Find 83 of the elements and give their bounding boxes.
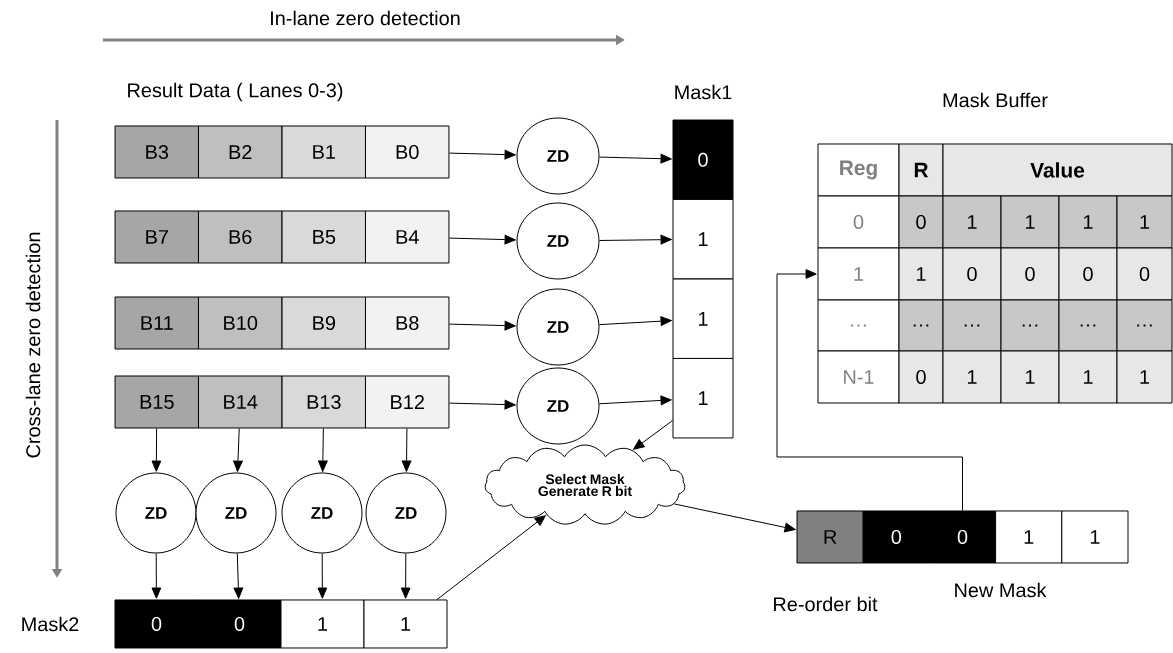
axis-label: Cross-lane zero detection [25, 232, 41, 458]
byte-cell: B7 [114, 210, 200, 264]
table-cell: 1 [817, 247, 900, 301]
table-cell: 0 [1058, 247, 1118, 301]
mask-bit-cell: R [796, 510, 864, 564]
table-cell: 1 [1000, 350, 1060, 404]
table-cell: 1 [1058, 195, 1118, 249]
byte-cell: B1 [281, 125, 367, 179]
byte-cell: B3 [114, 125, 200, 179]
table-cell: 0 [1116, 247, 1173, 301]
arrow [318, 428, 328, 472]
arrow [776, 269, 963, 511]
arrow [598, 316, 672, 326]
byte-cell: B9 [281, 296, 367, 350]
byte-cell: B6 [197, 210, 283, 264]
arrow [448, 149, 516, 160]
table-cell: 1 [942, 350, 1002, 404]
arrow [151, 553, 162, 599]
byte-cell: B12 [364, 375, 450, 429]
table-cell: … [898, 299, 944, 352]
arrow [673, 503, 796, 533]
table-cell: 0 [898, 350, 944, 404]
mask-bit-cell: 0 [114, 599, 199, 649]
table-cell: … [1116, 299, 1173, 352]
table-cell: 1 [942, 195, 1002, 249]
axis-label: In-lane zero detection [271, 10, 460, 26]
arrow [633, 420, 673, 450]
heading: Mask1 [675, 84, 732, 100]
arrow [151, 428, 162, 472]
arrow [233, 428, 243, 472]
arrow [400, 553, 411, 599]
mask-bit-cell: 1 [672, 357, 734, 439]
table-cell: 0 [942, 247, 1002, 301]
arrow [598, 395, 672, 406]
table-cell: 1 [1000, 195, 1060, 249]
caption: Re-order bit [774, 596, 878, 612]
arrow [599, 153, 672, 164]
table-cell: N-1 [817, 350, 900, 404]
table-cell: 1 [1058, 350, 1118, 404]
byte-cell: B5 [281, 210, 367, 264]
byte-cell: B13 [281, 375, 367, 429]
arrow [448, 320, 516, 331]
table-cell: 1 [898, 247, 944, 301]
row-label: Mask2 [22, 616, 79, 632]
table-cell: … [1058, 299, 1118, 352]
byte-cell: B15 [114, 375, 200, 429]
table-cell: 0 [1000, 247, 1060, 301]
mask-bit-cell: 0 [862, 510, 930, 564]
mask-bit-cell: 1 [672, 278, 734, 360]
mask-bit-cell: 1 [1061, 510, 1129, 564]
table-cell: … [817, 299, 900, 352]
table-cell: 1 [1116, 350, 1173, 404]
byte-cell: B14 [197, 375, 283, 429]
heading: Mask Buffer [943, 92, 1048, 108]
table-cell: … [1000, 299, 1060, 352]
table-header-cell: Reg [817, 143, 900, 197]
arrow [401, 428, 412, 472]
mask-bit-cell: 1 [363, 599, 448, 649]
caption: New Mask [955, 582, 1047, 598]
byte-cell: B0 [364, 125, 450, 179]
mask-bit-cell: 0 [928, 510, 997, 564]
table-header-cell: R [898, 143, 944, 197]
byte-cell: B8 [364, 296, 450, 350]
byte-cell: B4 [364, 210, 450, 264]
mask-bit-cell: 1 [672, 198, 734, 280]
arrow [317, 553, 328, 599]
mask-bit-cell: 0 [672, 119, 734, 201]
table-cell: 0 [817, 195, 900, 249]
arrow [233, 552, 244, 599]
arrow [448, 399, 516, 410]
table-cell: 0 [898, 195, 944, 249]
mask-bit-cell: 1 [280, 599, 365, 649]
byte-cell: B11 [114, 296, 200, 350]
table-cell: 1 [1116, 195, 1173, 249]
byte-cell: B10 [197, 296, 283, 350]
arrow [599, 234, 672, 245]
mask-bit-cell: 1 [995, 510, 1063, 564]
arrow [448, 234, 516, 245]
heading: Result Data ( Lanes 0-3) [128, 82, 343, 102]
arrow [436, 515, 546, 600]
table-cell: … [942, 299, 1002, 352]
mask-bit-cell: 0 [197, 599, 282, 649]
byte-cell: B2 [197, 125, 283, 179]
